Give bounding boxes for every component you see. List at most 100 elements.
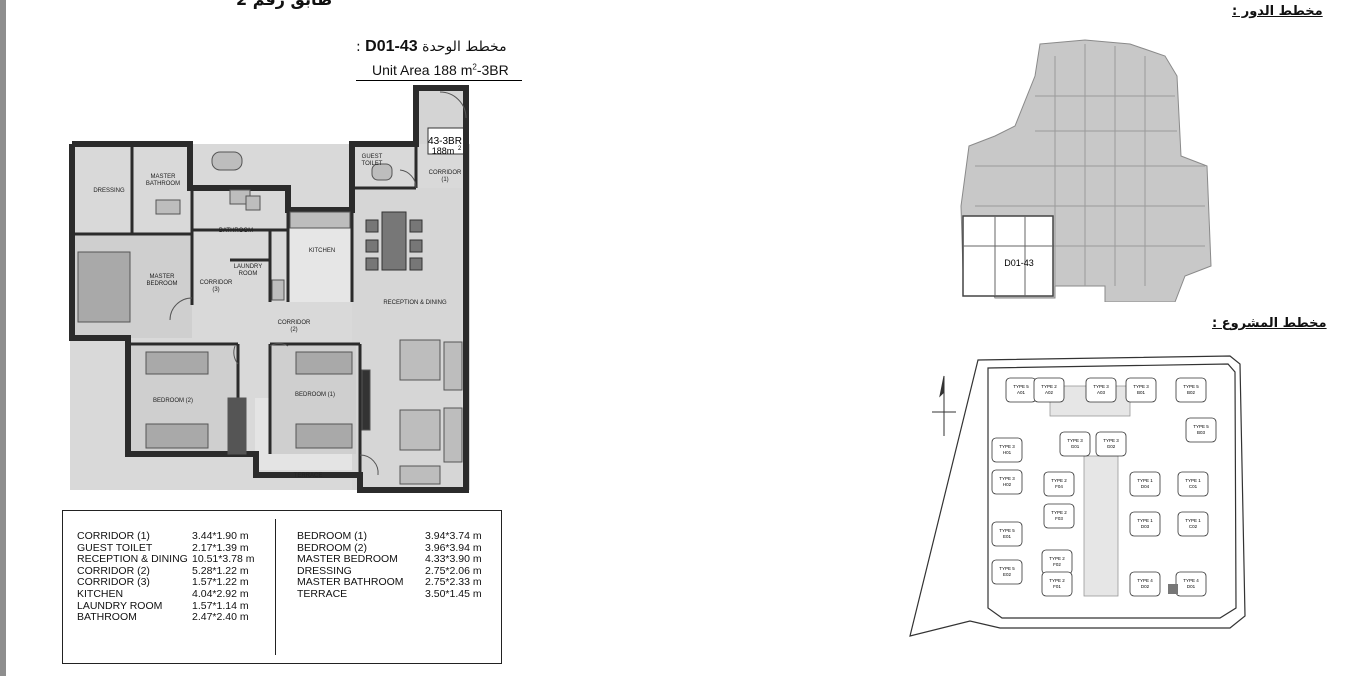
site-building-code: E02: [1003, 572, 1012, 577]
room-dimensions: 1.57*1.22 m: [192, 576, 249, 589]
areas-table-row: BEDROOM (1)3.94*3.74 m: [297, 530, 482, 543]
room-name: CORRIDOR (2): [77, 564, 150, 577]
site-building-type: TYPE 3: [1067, 438, 1083, 443]
room-name: CORRIDOR (1): [77, 530, 150, 542]
room-name: KITCHEN: [77, 587, 124, 600]
site-building-type: TYPE 1: [1185, 518, 1201, 523]
room-label-laundry-2: ROOM: [239, 271, 258, 277]
room-label-corridor3-1: CORRIDOR: [200, 280, 233, 286]
room-dimensions: 5.28*1.22 m: [192, 564, 249, 577]
room-name: BEDROOM (2): [297, 541, 368, 554]
site-building-code: B03: [1197, 430, 1206, 435]
room-label-corridor2-2: (2): [290, 327, 297, 333]
room-dimensions: 2.75*2.33 m: [425, 576, 482, 589]
room-label-kitchen: KITCHEN: [309, 248, 335, 254]
areas-table-row: CORRIDOR (2) 5.28*1.22 m: [77, 564, 254, 578]
site-building-code: D01: [1187, 584, 1196, 589]
site-building-type: TYPE 2: [1049, 556, 1065, 561]
site-building-code: B02: [1187, 390, 1196, 395]
areas-table-row: CORRIDOR (1)3.44*1.90 m: [77, 530, 254, 543]
room-label-master-bathroom-1: MASTER: [150, 174, 176, 180]
site-building-type: TYPE 2: [1041, 384, 1057, 389]
unit-code: D01-43: [365, 38, 418, 55]
floor-key-plan: D01-43: [955, 36, 1217, 307]
site-building-code: F04: [1055, 484, 1063, 489]
site-building-type: TYPE 3: [1103, 438, 1119, 443]
unit-area-sup: 2: [472, 62, 477, 72]
unit-title: مخطط الوحدة D01-43 :: [356, 38, 507, 56]
site-building-code: H02: [1003, 482, 1012, 487]
room-dimensions: 4.04*2.92 m: [192, 587, 249, 600]
left-edge-bar: [0, 0, 6, 676]
site-building-code: A01: [1017, 390, 1026, 395]
site-building-type: TYPE 1: [1137, 518, 1153, 523]
site-building-type: TYPE 2: [1051, 510, 1067, 515]
plan-badge-line2: 188m: [432, 146, 455, 156]
room-label-bedroom1: BEDROOM (1): [295, 392, 335, 398]
site-building-type: TYPE 5: [1193, 424, 1209, 429]
unit-title-colon: :: [356, 39, 361, 55]
site-building-type: TYPE 5: [1013, 384, 1029, 389]
site-building-code: D02: [1141, 584, 1150, 589]
site-building-code: H01: [1003, 450, 1012, 455]
unit-title-prefix: مخطط الوحدة: [422, 39, 507, 55]
room-label-corridor1-1: CORRIDOR: [429, 170, 462, 176]
room-label-terrace: TERRACE: [294, 473, 323, 479]
site-building-type: TYPE 4: [1137, 578, 1153, 583]
site-building-code: G02: [1107, 444, 1116, 449]
room-dimensions: 10.51*3.78 m: [192, 553, 255, 566]
room-name: BEDROOM (1): [297, 530, 368, 542]
floor-plan-unit-marker: D01-43: [1004, 258, 1034, 268]
room-name: MASTER BATHROOM: [297, 576, 404, 589]
site-building-type: TYPE 3: [999, 476, 1015, 481]
room-name: MASTER BEDROOM: [297, 553, 398, 566]
areas-table-divider: [275, 519, 276, 655]
site-building-code: A02: [1045, 390, 1054, 395]
room-dimensions: 2.75*2.06 m: [425, 564, 482, 577]
site-building-code: B01: [1137, 390, 1146, 395]
site-building-type: TYPE 2: [1049, 578, 1065, 583]
site-building-code: C02: [1189, 524, 1198, 529]
room-label-corridor1-2: (1): [441, 177, 448, 183]
unit-area: Unit Area 188 m2-3BR: [372, 62, 509, 78]
site-building-code: F03: [1055, 516, 1063, 521]
floor-number-label: طابق رقم 2: [236, 0, 332, 9]
room-label-corridor2-1: CORRIDOR: [278, 320, 311, 326]
areas-table-row: CORRIDOR (3)1.57*1.22 m: [77, 577, 254, 589]
room-dimensions: 3.96*3.94 m: [425, 541, 482, 554]
site-building-type: TYPE 1: [1137, 478, 1153, 483]
room-label-master-bathroom-2: BATHROOM: [146, 181, 180, 187]
room-label-bathroom: BATHROOM: [219, 228, 253, 234]
room-label-laundry-1: LAUNDRY: [234, 264, 263, 270]
site-building-type: TYPE 5: [999, 566, 1015, 571]
unit-area-text: Unit Area 188 m: [372, 62, 473, 78]
site-building-type: TYPE 2: [1051, 478, 1067, 483]
room-dimensions: 1.57*1.14 m: [192, 599, 249, 612]
site-building-type: TYPE 3: [1133, 384, 1149, 389]
areas-table-row: MASTER BATHROOM 2.75*2.33 m: [297, 577, 482, 589]
site-unit-highlight: [1168, 584, 1178, 594]
site-building-code: A03: [1097, 390, 1106, 395]
room-name: GUEST TOILET: [77, 541, 153, 554]
site-building-code: D03: [1141, 524, 1150, 529]
room-label-bedroom2: BEDROOM (2): [153, 398, 193, 404]
unit-floor-plan: 43-3BR 188m 2 GUEST TOILET CORRIDOR (1) …: [60, 80, 480, 505]
site-building-code: E01: [1003, 534, 1012, 539]
